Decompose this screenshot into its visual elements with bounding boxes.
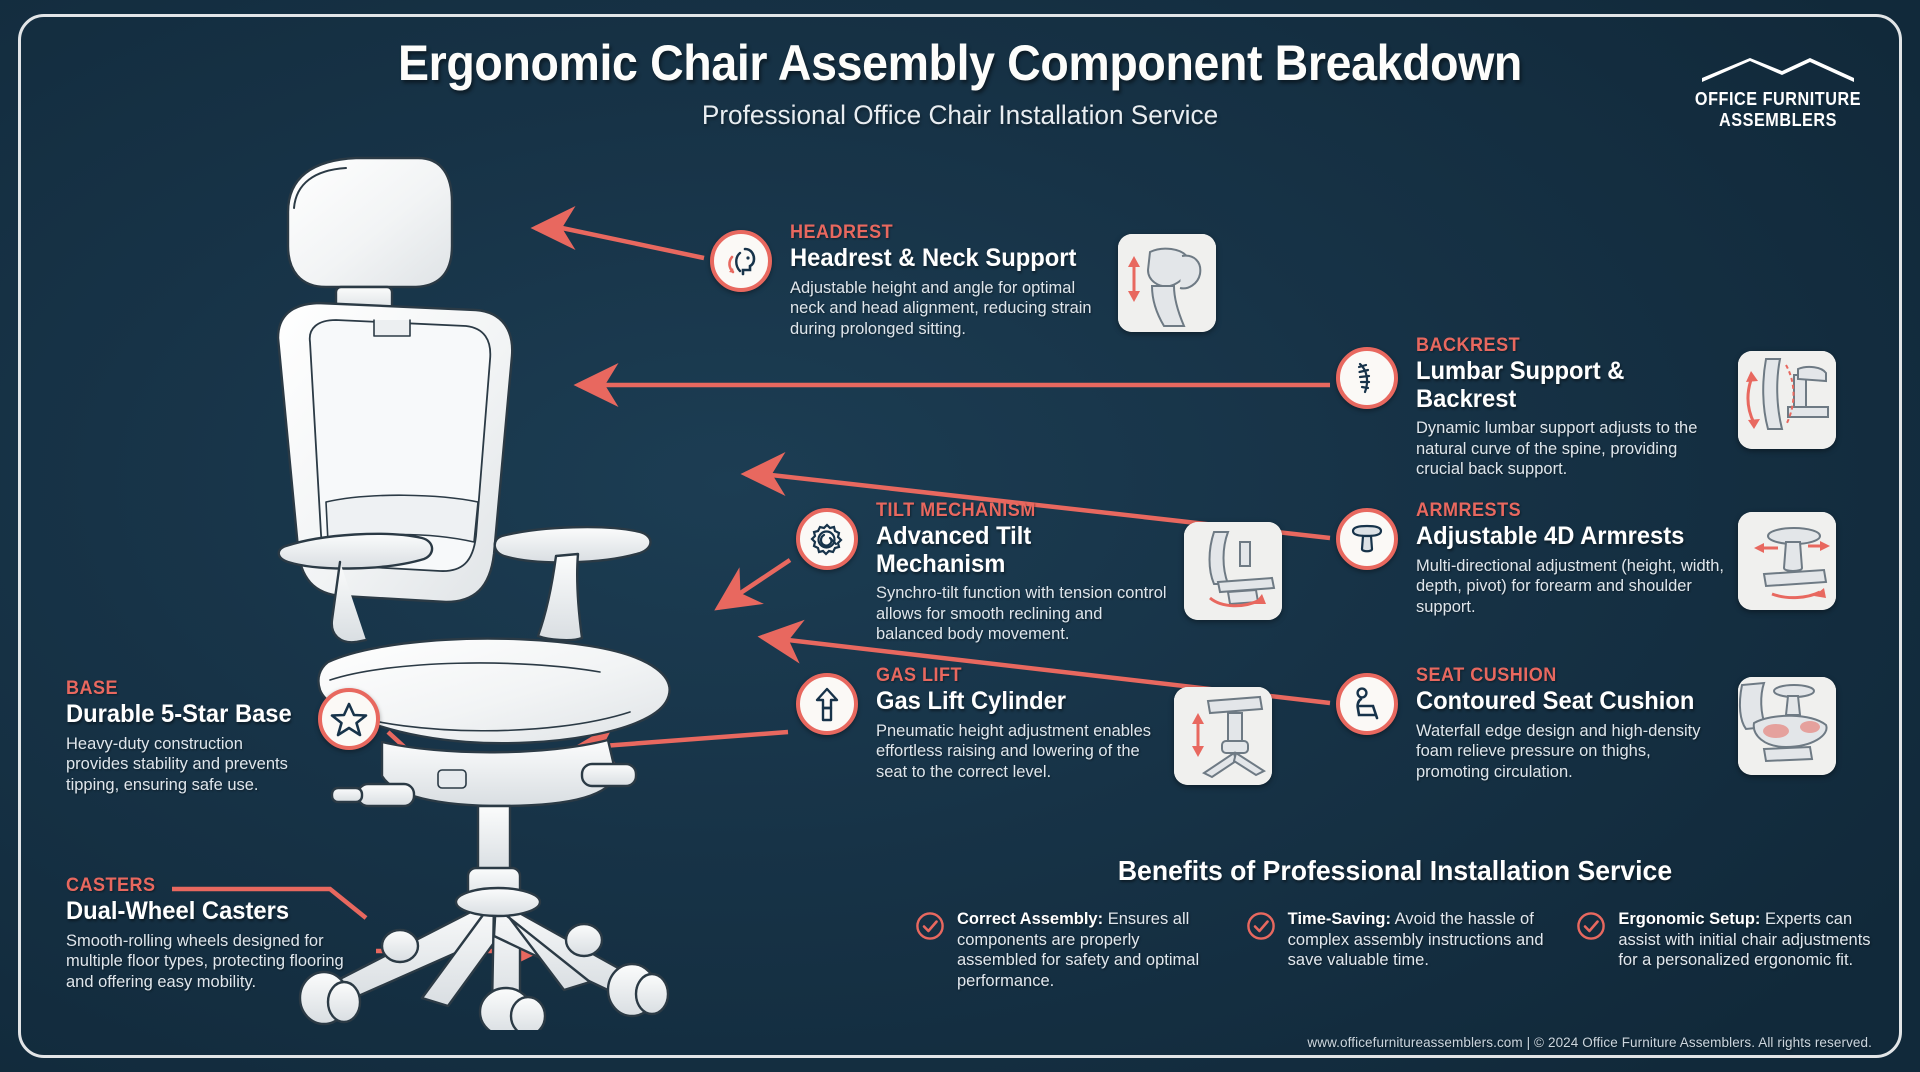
up-arrow-cylinder-icon [796,673,858,735]
check-circle-icon [1246,911,1276,992]
page-subtitle: Professional Office Chair Installation S… [701,100,1219,130]
benefit-body: Avoid the hassle of complex assembly ins… [1287,910,1544,970]
component-kicker: SEAT CUSHION [1416,665,1557,686]
component-kicker: CASTERS [66,875,156,896]
component-description: Dynamic lumbar support adjusts to the na… [1416,418,1698,479]
benefit-item: Correct Assembly: Ensures all components… [915,909,1214,992]
chair-illustration [270,150,830,1038]
headrest-adjust-thumbnail [1118,234,1216,332]
benefit-label: Correct Assembly: [957,910,1104,928]
component-heading: Gas Lift Cylinder [876,687,1067,715]
component-kicker: BACKREST [1416,335,1521,356]
spine-icon [1336,347,1398,409]
backrest-recline-thumbnail [1738,351,1836,449]
component-description: Adjustable height and angle for optimal … [790,277,1092,338]
footer-text: www.officefurnitureassemblers.com | © 20… [1307,1035,1872,1050]
component-heading: Contoured Seat Cushion [1416,687,1695,715]
component-description: Waterfall edge design and high-density f… [1416,720,1701,781]
seat-pressure-thumbnail [1738,677,1836,775]
benefit-body: Experts can assist with initial chair ad… [1618,910,1871,970]
component-heading: Dual-Wheel Casters [66,897,290,925]
component-kicker: ARMRESTS [1416,500,1522,521]
component-description: Smooth-rolling wheels designed for multi… [66,930,344,991]
benefit-text: Time-Saving: Avoid the hassle of complex… [1288,909,1545,992]
component-description: Heavy-duty construction provides stabili… [66,733,288,794]
page-title: Ergonomic Chair Assembly Component Break… [398,35,1522,91]
component-heading: Durable 5-Star Base [66,700,292,728]
benefit-item: Ergonomic Setup: Experts can assist with… [1576,909,1875,992]
component-heading: Headrest & Neck Support [790,244,1077,272]
component-heading: Lumbar Support & Backrest [1416,357,1625,413]
page-header: Ergonomic Chair Assembly Component Break… [0,34,1920,131]
benefit-label: Ergonomic Setup: [1618,910,1761,928]
component-kicker: GAS LIFT [876,665,963,686]
benefit-item: Time-Saving: Avoid the hassle of complex… [1246,909,1545,992]
logo-line-2: ASSEMBLERS [1719,110,1837,131]
component-heading: Adjustable 4D Armrests [1416,522,1685,550]
benefits-section: Benefits of Professional Installation Se… [915,855,1875,992]
armrest-pad-icon [1336,508,1398,570]
star-icon [318,688,380,750]
logo-line-1: OFFICE FURNITURE [1694,89,1862,109]
roof-mountain-icon [1702,58,1854,82]
component-kicker: TILT MECHANISM [876,500,1036,521]
component-description: Synchro-tilt function with tension contr… [876,583,1167,644]
seated-person-icon [1336,673,1398,735]
benefit-text: Ergonomic Setup: Experts can assist with… [1618,909,1875,992]
component-kicker: HEADREST [790,222,894,243]
benefits-title: Benefits of Professional Installation Se… [1117,855,1673,886]
armrest-adjust-thumbnail [1738,512,1836,610]
tilt-mechanism-thumbnail [1184,522,1282,620]
company-logo: OFFICE FURNITURE ASSEMBLERS [1678,58,1878,131]
check-circle-icon [1576,911,1606,992]
check-circle-icon [915,911,945,992]
gas-lift-thumbnail [1174,687,1272,785]
benefit-label: Time-Saving: [1287,910,1391,928]
benefit-text: Correct Assembly: Ensures all components… [957,909,1214,992]
benefit-body: Ensures all components are properly asse… [957,910,1200,990]
component-heading: Advanced Tilt Mechanism [876,522,1032,578]
component-kicker: BASE [66,678,119,699]
component-description: Multi-directional adjustment (height, wi… [1416,555,1724,616]
head-profile-icon [710,230,772,292]
gear-wrench-icon [796,508,858,570]
component-description: Pneumatic height adjustment enables effo… [876,720,1152,781]
